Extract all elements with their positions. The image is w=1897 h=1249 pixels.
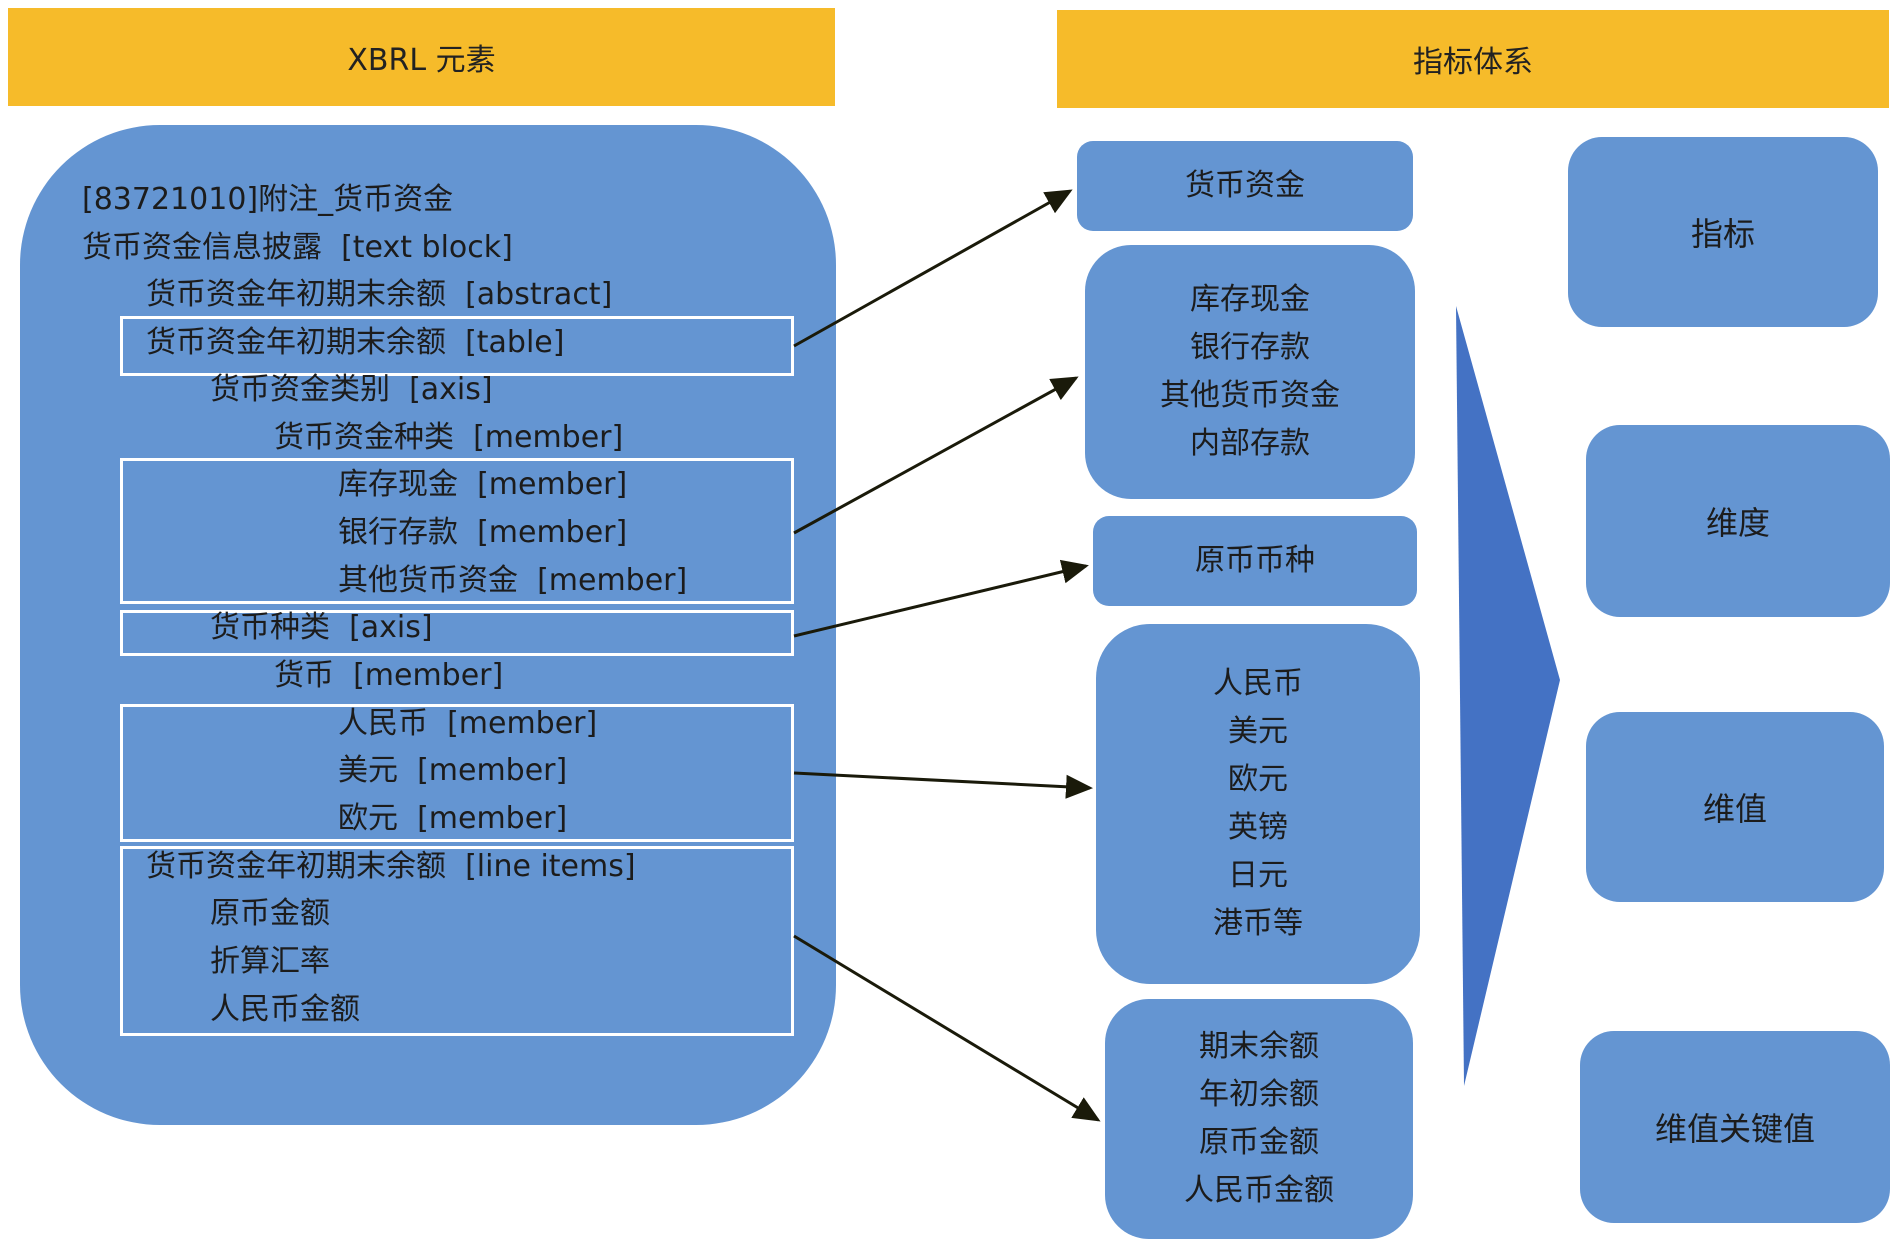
xbrl-line-line-items: 货币资金年初期末余额 [line items] (146, 849, 636, 884)
frame-table (120, 316, 794, 376)
balance-line: 人民币金额 (1184, 1173, 1334, 1208)
currency-line: 港币等 (1213, 906, 1303, 941)
xbrl-element-panel (20, 125, 836, 1125)
category-dimension-key-value-label: 维值关键值 (1654, 1110, 1815, 1148)
xbrl-line-note-title: [83721010]附注_货币资金 (82, 182, 454, 217)
cash-category-line: 银行存款 (1190, 330, 1310, 365)
xbrl-line-abstract: 货币资金年初期末余额 [abstract] (146, 277, 613, 312)
original-currency-line: 原币币种 (1195, 543, 1315, 578)
category-box-dimension-value: 维值 (1586, 712, 1884, 902)
currency-line: 欧元 (1228, 762, 1288, 797)
category-box-dimension-key-value: 维值关键值 (1580, 1031, 1890, 1223)
header-xbrl-elements: XBRL 元素 (8, 8, 835, 106)
frame-currency-members (120, 704, 794, 842)
cash-category-line: 内部存款 (1190, 426, 1310, 461)
xbrl-line-currency-axis: 货币种类 [axis] (210, 610, 433, 645)
xbrl-line-rmb: 人民币 [member] (338, 706, 598, 741)
cash-category-line: 其他货币资金 (1160, 378, 1340, 413)
balance-line: 年初余额 (1199, 1077, 1319, 1112)
currency-line: 美元 (1228, 714, 1288, 749)
category-indicator-label: 指标 (1690, 215, 1755, 253)
arrow-currency-axis-to-original-currency (793, 559, 1089, 638)
currency-line: 英镑 (1228, 810, 1288, 845)
category-dimension-label: 维度 (1705, 504, 1770, 542)
xbrl-line-other-cash: 其他货币资金 [member] (338, 563, 688, 598)
arrow-currency-members-to-currencies (793, 771, 1093, 799)
xbrl-line-bank-deposit: 银行存款 [member] (338, 515, 628, 550)
arrow-cash-members-to-categories (793, 376, 1079, 535)
indicator-box-cash: 货币资金 (1077, 141, 1413, 231)
indicator-box-cash-line: 货币资金 (1185, 168, 1305, 203)
header-indicator-label: 指标体系 (1413, 45, 1533, 80)
xbrl-line-eur: 欧元 [member] (338, 801, 568, 836)
currency-line: 日元 (1228, 858, 1288, 893)
xbrl-line-currency-member: 货币 [member] (274, 658, 504, 693)
frame-line-items (120, 846, 794, 1036)
arrow-line-items-to-balances (793, 934, 1101, 1122)
indicator-box-balances: 期末余额 年初余额 原币金额 人民币金额 (1105, 999, 1413, 1239)
category-box-indicator: 指标 (1568, 137, 1878, 327)
arrow-table-to-cash (793, 189, 1073, 348)
hierarchy-triangle-arrow (1456, 306, 1560, 1086)
xbrl-line-exchange-rate: 折算汇率 (210, 944, 330, 979)
indicator-box-cash-categories: 库存现金 银行存款 其他货币资金 内部存款 (1085, 245, 1415, 499)
balance-line: 期末余额 (1199, 1029, 1319, 1064)
xbrl-line-cash-on-hand: 库存现金 [member] (338, 467, 628, 502)
indicator-box-currencies: 人民币 美元 欧元 英镑 日元 港币等 (1096, 624, 1420, 984)
frame-currency-axis (120, 610, 794, 656)
xbrl-line-cash-type-member: 货币资金种类 [member] (274, 420, 624, 455)
xbrl-line-rmb-amount: 人民币金额 (210, 992, 360, 1027)
currency-line: 人民币 (1213, 666, 1303, 701)
balance-line: 原币金额 (1199, 1125, 1319, 1160)
header-xbrl-label: XBRL 元素 (347, 43, 496, 78)
xbrl-line-text-block: 货币资金信息披露 [text block] (82, 230, 513, 265)
cash-category-line: 库存现金 (1190, 282, 1310, 317)
category-dimension-value-label: 维值 (1702, 790, 1767, 828)
xbrl-line-cash-category-axis: 货币资金类别 [axis] (210, 372, 493, 407)
header-indicator-system: 指标体系 (1057, 10, 1889, 108)
xbrl-line-table: 货币资金年初期末余额 [table] (146, 325, 565, 360)
xbrl-line-original-amount: 原币金额 (210, 896, 330, 931)
xbrl-line-usd: 美元 [member] (338, 753, 568, 788)
category-box-dimension: 维度 (1586, 425, 1890, 617)
frame-cash-members (120, 458, 794, 604)
indicator-box-original-currency: 原币币种 (1093, 516, 1417, 606)
